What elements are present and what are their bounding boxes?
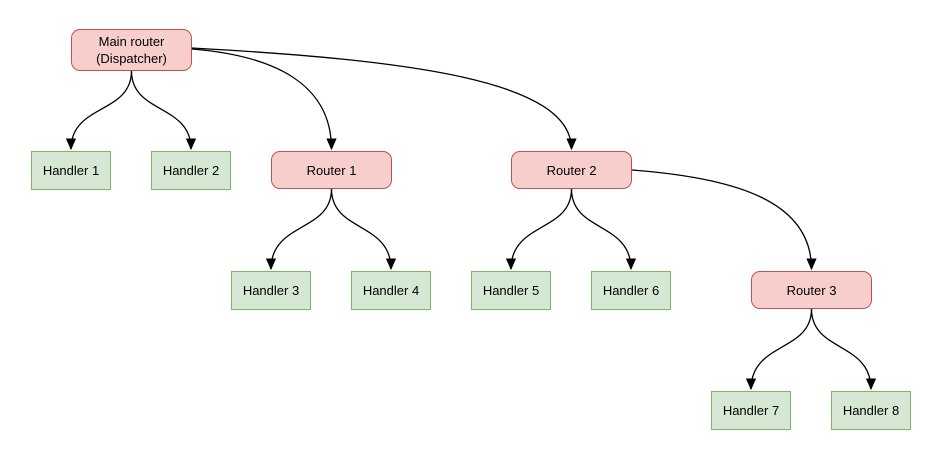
edge-main-router-to-router-2 [191,47,577,151]
node-label: Router 1 [306,162,357,178]
node-router-2: Router 2 [511,151,632,189]
edge-router-3-to-handler-7 [745,308,813,391]
node-label: Handler 5 [482,283,540,298]
node-main-router: Main router (Dispatcher) [71,29,192,71]
node-handler-8: Handler 8 [831,391,911,430]
node-label: Handler 4 [362,283,420,298]
node-label: Handler 3 [242,283,300,298]
edge-main-router-to-handler-1 [65,70,133,151]
edge-router-3-to-handler-8 [810,308,877,391]
node-label: (Dispatcher) [96,51,167,66]
edge-router-2-to-handler-6 [570,188,637,271]
node-handler-1: Handler 1 [31,151,111,190]
node-router-3: Router 3 [751,271,872,309]
edge-router-2-to-handler-5 [505,188,573,271]
node-handler-4: Handler 4 [351,271,431,310]
edge-main-router-to-handler-2 [130,70,197,151]
edge-router-1-to-handler-3 [265,188,333,271]
node-handler-3: Handler 3 [231,271,311,310]
node-router-1: Router 1 [271,151,392,189]
node-label: Router 3 [786,282,837,298]
node-label: Handler 1 [42,163,100,178]
node-label: Handler 7 [722,403,780,418]
edge-router-2-to-router-3 [631,169,817,271]
node-handler-6: Handler 6 [591,271,671,310]
node-label: Handler 2 [162,163,220,178]
node-label: Router 2 [546,162,597,178]
node-label: Handler 6 [602,283,660,298]
edge-router-1-to-handler-4 [330,188,397,271]
node-handler-2: Handler 2 [151,151,231,190]
edge-main-router-to-router-1 [191,48,337,151]
node-handler-5: Handler 5 [471,271,551,310]
node-handler-7: Handler 7 [711,391,791,430]
node-label: Handler 8 [842,403,900,418]
node-label: Main router [98,34,165,49]
